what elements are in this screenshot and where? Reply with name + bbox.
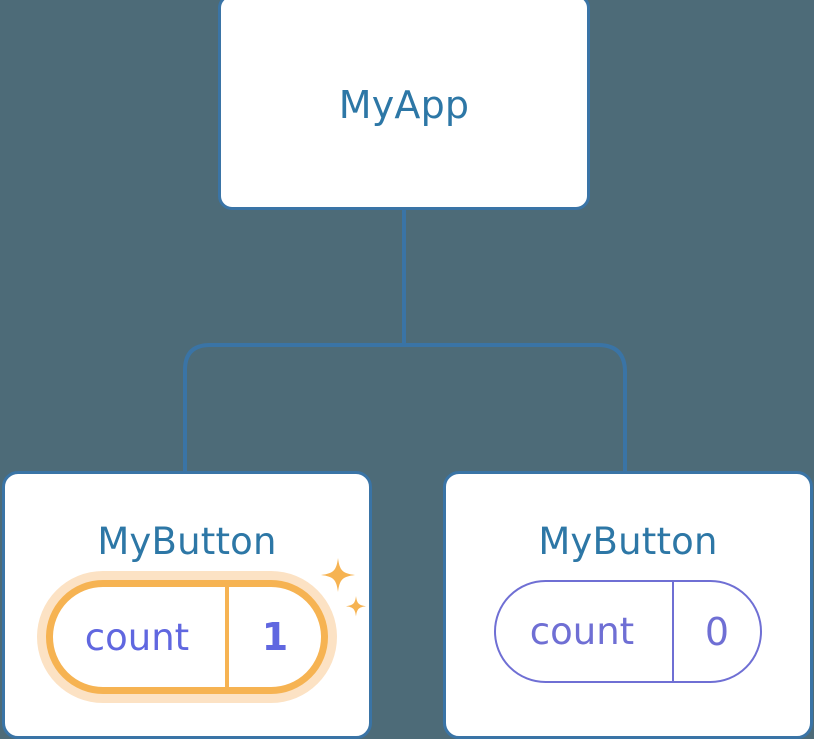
state-pill-right[interactable]: count 0 — [494, 580, 762, 683]
node-myapp-title: MyApp — [338, 83, 470, 127]
node-mybutton-right-title: MyButton — [538, 520, 718, 563]
node-mybutton-left[interactable]: MyButton count 1 — [2, 471, 372, 739]
state-pill-left-key: count — [84, 615, 190, 659]
node-myapp[interactable]: MyApp — [218, 0, 590, 210]
state-pill-left-divider — [225, 587, 229, 687]
node-mybutton-right[interactable]: MyButton count 0 — [443, 471, 813, 739]
state-pill-right-wrapper: count 0 — [494, 580, 762, 683]
state-pill-right-divider — [672, 582, 674, 681]
edge-branch-bar — [183, 343, 627, 472]
state-pill-right-key: count — [529, 610, 635, 653]
state-pill-left-value: 1 — [261, 615, 289, 659]
node-mybutton-left-title: MyButton — [97, 520, 277, 563]
state-pill-right-value: 0 — [704, 609, 730, 654]
state-pill-left-wrapper: count 1 — [46, 580, 328, 694]
state-pill-left[interactable]: count 1 — [46, 580, 328, 694]
